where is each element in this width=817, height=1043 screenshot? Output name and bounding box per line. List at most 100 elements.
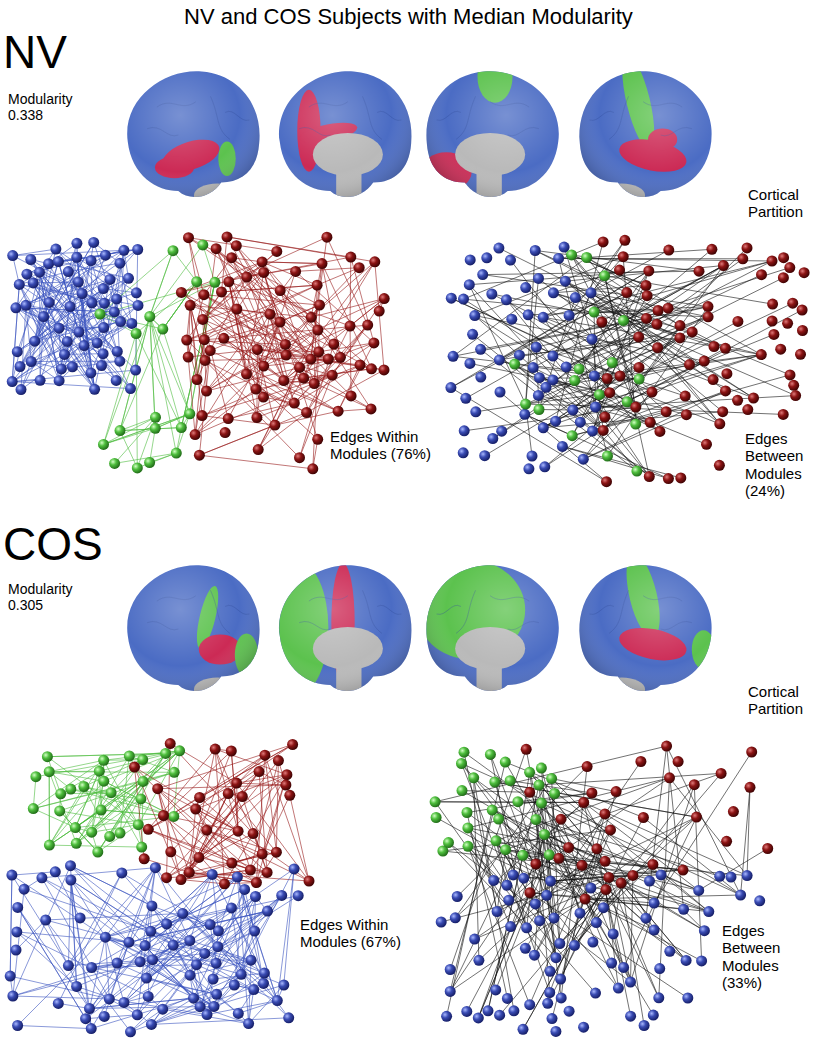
network-node (649, 898, 660, 909)
network-node (289, 863, 300, 874)
network-node (258, 978, 269, 989)
network-node (458, 447, 469, 458)
network-edge (505, 762, 643, 817)
brain-cortex (426, 565, 558, 691)
brain-cortex (127, 71, 259, 197)
network-node (273, 755, 284, 766)
network-node (219, 878, 230, 889)
network-node (70, 822, 81, 833)
network-edge (147, 874, 213, 978)
network-edge (599, 303, 792, 395)
network-node (542, 998, 553, 1009)
network-node (111, 293, 122, 304)
network-node (638, 812, 649, 823)
network-node (475, 344, 486, 355)
network-node (223, 276, 234, 287)
network-edge (46, 920, 131, 1032)
network-node (207, 869, 218, 880)
network-node (493, 814, 504, 825)
network-node (742, 404, 753, 415)
network-node (714, 460, 725, 471)
network-node (138, 776, 149, 787)
network-edge (476, 404, 526, 412)
network-node (12, 1020, 23, 1031)
network-node (355, 360, 366, 371)
network-edge (552, 779, 617, 792)
network-node (594, 389, 605, 400)
network-edge (229, 237, 327, 282)
network-edge (150, 317, 190, 414)
network-edge (451, 298, 620, 376)
network-node (312, 280, 323, 291)
network-edge (543, 250, 669, 317)
network-node (115, 828, 126, 839)
network-node (491, 835, 502, 846)
network-node (465, 254, 476, 265)
panel-caption: Edges Within Modules (67%) (300, 916, 408, 951)
network-edge (207, 330, 318, 391)
network-node (570, 292, 581, 303)
network-edge (205, 360, 307, 412)
network-edge (173, 945, 214, 1006)
network-edge (189, 238, 320, 305)
network-node (681, 409, 692, 420)
network-node (379, 364, 390, 375)
network-node (200, 355, 211, 366)
network-edge (631, 785, 695, 982)
network-node (269, 420, 280, 431)
group-label-wrap: COS (3, 518, 123, 571)
network-node (691, 812, 702, 823)
network-edge (583, 392, 652, 459)
network-node (436, 917, 447, 928)
network-node (77, 288, 88, 299)
network-edge (262, 262, 322, 264)
network-node (96, 360, 107, 371)
network-node (663, 245, 674, 256)
network-edge (147, 877, 238, 978)
network-edge (462, 791, 530, 793)
network-node (111, 375, 122, 386)
network-edge (587, 249, 712, 257)
network-node (494, 354, 505, 365)
network-edge (572, 296, 647, 436)
network-edge (270, 314, 351, 396)
network-edge (199, 794, 228, 858)
network-node (118, 245, 129, 256)
network-node (65, 875, 76, 886)
network-node (678, 904, 689, 915)
network-node (538, 422, 549, 433)
network-node (124, 751, 135, 762)
network-node (36, 872, 47, 883)
network-node (112, 346, 123, 357)
network-node (158, 810, 169, 821)
network-edge (553, 293, 713, 380)
network-node (450, 912, 461, 923)
network-node (630, 402, 641, 413)
network-node (65, 784, 76, 795)
network-node (50, 244, 61, 255)
network-node (252, 344, 263, 355)
network-node (42, 751, 53, 762)
network-edge (654, 752, 752, 903)
network-node (689, 779, 700, 790)
network-edge (33, 781, 143, 808)
network-node (681, 955, 692, 966)
network-node (467, 329, 478, 340)
network-node (523, 463, 534, 474)
network-node (519, 409, 530, 420)
network-node (294, 362, 305, 373)
view-caption: Cortical Partition (748, 683, 816, 718)
network-node (494, 1010, 505, 1021)
figure-title-wrap: NV and COS Subjects with Median Modulari… (0, 4, 817, 29)
network-node (547, 374, 558, 385)
network-edge (545, 834, 654, 1015)
network-node (621, 287, 632, 298)
network-edge (247, 374, 295, 403)
network-edge (485, 338, 680, 456)
network-node (98, 439, 109, 450)
network-node (35, 375, 46, 386)
brain-shading (279, 565, 411, 691)
network-node (309, 378, 320, 389)
network-node (501, 294, 512, 305)
network-edge (173, 877, 237, 945)
